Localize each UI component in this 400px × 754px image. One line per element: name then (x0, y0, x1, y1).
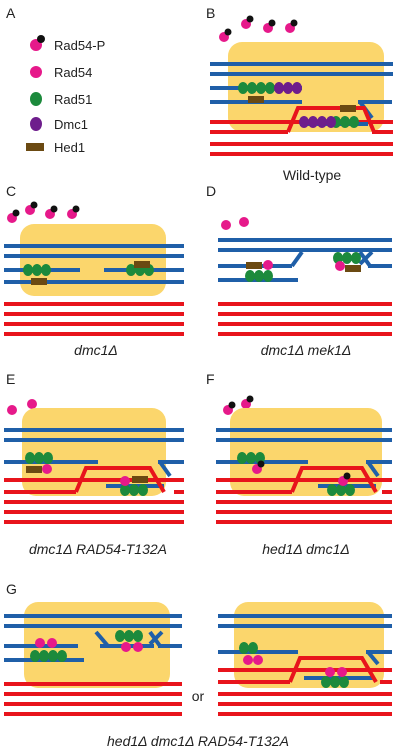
legend-label-dmc1: Dmc1 (54, 117, 88, 132)
phosphate-dot-icon (12, 209, 20, 217)
hed1-icon (26, 143, 44, 151)
rad54-icon (243, 655, 253, 665)
panel-e-caption: dmc1Δ RAD54-T132A (29, 541, 167, 557)
homolog-chromatids (4, 466, 184, 524)
rad54-icon (335, 261, 345, 271)
legend-label-rad54: Rad54 (54, 65, 92, 80)
hed1-icon (340, 105, 356, 112)
panel-g-caption: hed1Δ dmc1Δ RAD54-T132A (107, 733, 289, 749)
panel-g-right (218, 602, 392, 716)
phosphate-dot-icon (343, 472, 351, 480)
rad54-icon (47, 638, 57, 648)
legend-item-rad54p: Rad54-P (30, 35, 105, 53)
rad54-icon (120, 476, 130, 486)
free-rad54p-group (223, 395, 254, 415)
rad54-icon (325, 667, 335, 677)
panel-d: D dmc1Δ mek1Δ (206, 183, 392, 358)
rad51-icon (30, 92, 42, 106)
rad51-filament (25, 452, 148, 496)
panel-g-or-text: or (192, 688, 205, 704)
phosphate-dot-icon (246, 15, 254, 23)
panel-c-caption: dmc1Δ (74, 342, 118, 358)
phosphate-dot-icon (72, 205, 80, 213)
rad54-icon (253, 655, 263, 665)
panel-c: C dmc1Δ (4, 183, 184, 358)
panel-c-letter: C (6, 183, 16, 199)
sister-chromatids (218, 238, 392, 282)
phosphate-dot-icon (50, 205, 58, 213)
rad51-filament (245, 252, 361, 282)
panel-g-letter: G (6, 581, 17, 597)
rad51-filament (237, 452, 355, 496)
rad51-filament (30, 630, 143, 662)
legend-label-hed1: Hed1 (54, 140, 85, 155)
legend-item-hed1: Hed1 (26, 140, 85, 155)
phosphate-dot-icon (30, 201, 38, 209)
homolog-chromatids (216, 466, 392, 524)
rad54-icon (35, 638, 45, 648)
rad54-icon (337, 667, 347, 677)
legend-label-rad54p: Rad54-P (54, 38, 105, 53)
panel-d-letter: D (206, 183, 216, 199)
dmc1-filament (274, 82, 336, 128)
legend-label-rad51: Rad51 (54, 92, 92, 107)
free-rad54-group (7, 399, 37, 415)
hed1-icon (248, 96, 264, 103)
hed1-icon (134, 261, 150, 268)
phosphate-dot-icon (257, 460, 265, 468)
hed1-icon (26, 466, 42, 473)
dmc1-icon (30, 117, 42, 131)
rad54-icon (133, 642, 143, 652)
rad51-filament (239, 642, 349, 688)
panel-d-caption: dmc1Δ mek1Δ (261, 342, 352, 358)
panel-e-letter: E (6, 371, 15, 387)
phosphate-dot-icon (246, 395, 254, 403)
phosphate-dot-icon (268, 19, 276, 27)
rad54-icon (263, 260, 273, 270)
panel-e: E dmc1Δ RAD5 (4, 371, 184, 557)
homolog-chromatids (4, 682, 182, 716)
phosphate-dot-icon (290, 19, 298, 27)
legend-item-rad51: Rad51 (30, 92, 92, 107)
homolog-chromatids (4, 302, 184, 336)
chromosome-axis-region (24, 602, 170, 688)
hed1-icon (246, 262, 262, 269)
legend-item-rad54: Rad54 (30, 65, 92, 80)
rad54-icon (30, 66, 42, 78)
chromosome-axis-region (234, 602, 384, 688)
homolog-chromatids (218, 302, 392, 336)
hed1-icon (31, 278, 47, 285)
panel-b: B (206, 5, 393, 183)
panel-g: G (4, 581, 392, 749)
panel-b-caption: Wild-type (283, 167, 342, 183)
rad54-icon (27, 399, 37, 409)
panel-b-letter: B (206, 5, 215, 21)
chromosome-axis-region (20, 224, 166, 296)
sister-chromatids (218, 614, 392, 680)
legend-item-dmc1: Dmc1 (30, 117, 88, 132)
hed1-icon (345, 265, 361, 272)
panel-a-letter: A (6, 5, 16, 21)
free-rad54-group (221, 217, 249, 230)
chromosome-axis-region (230, 408, 382, 496)
hed1-icon (132, 476, 148, 483)
rad54-icon (239, 217, 249, 227)
phosphate-dot-icon (224, 28, 232, 36)
rad54-icon (221, 220, 231, 230)
phosphate-dot-icon (37, 35, 45, 43)
free-rad54p-group (219, 15, 298, 42)
rad54-icon (121, 642, 131, 652)
free-rad54p-group (7, 201, 80, 223)
panel-g-left (4, 602, 182, 716)
legend: Rad54-P Rad54 Rad51 Dmc1 Hed1 (26, 35, 105, 155)
rad54-icon (7, 405, 17, 415)
homolog-chromatids (218, 656, 392, 716)
phosphate-dot-icon (228, 401, 236, 409)
panel-a: A Rad54-P Rad54 Rad51 Dmc1 Hed1 (6, 5, 105, 155)
panel-f-caption: hed1Δ dmc1Δ (262, 541, 350, 557)
panel-f: F hed1Δ dmc1Δ (206, 371, 392, 557)
rad54-icon (42, 464, 52, 474)
panel-f-letter: F (206, 371, 215, 387)
